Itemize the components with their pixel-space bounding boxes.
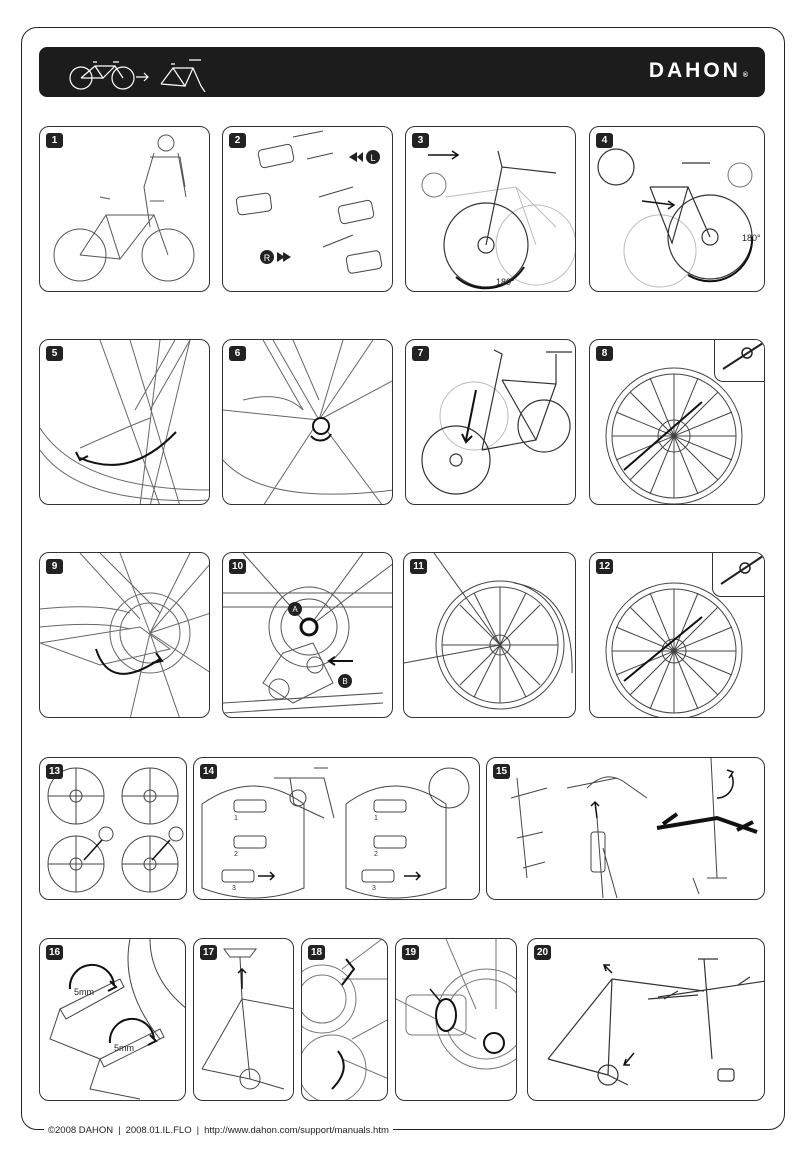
remove-rear-wheel-illustration xyxy=(404,553,573,710)
size-label: 5mm xyxy=(114,1043,134,1053)
disassembled-frame-illustration xyxy=(547,958,764,1086)
step-5-panel: 5 xyxy=(39,339,210,505)
substep-label: 1 xyxy=(374,815,378,822)
step-number: 18 xyxy=(308,945,325,960)
step-number: 7 xyxy=(412,346,429,361)
right-mark: R xyxy=(264,253,271,263)
four-wheels-illustration xyxy=(47,767,184,893)
step-17-panel: 17 xyxy=(193,938,294,1101)
step-number: 5 xyxy=(46,346,63,361)
degree-label: 180° xyxy=(496,277,515,287)
person-with-bike-illustration xyxy=(53,134,195,282)
step-20-panel: 20 xyxy=(527,938,765,1101)
step-11-panel: 11 xyxy=(403,552,576,718)
step-number: 4 xyxy=(596,133,613,148)
step-number: 19 xyxy=(402,945,419,960)
step-number: 17 xyxy=(200,945,217,960)
step-18-panel: 18 xyxy=(301,938,388,1101)
bike-to-frame-icon xyxy=(69,59,206,92)
handlebar-fold-illustration xyxy=(510,758,758,899)
front-derailleur-illustration xyxy=(302,939,387,1100)
step-number: 10 xyxy=(229,559,246,574)
step-15-panel: 15 xyxy=(486,757,765,900)
frame-plug-illustration: 1 2 3 1 2 3 xyxy=(201,767,470,899)
dahon-logo: DAHON® xyxy=(648,59,751,82)
step-number: 11 xyxy=(410,559,427,574)
step-16-panel: 16 5mm 5mm xyxy=(39,938,186,1101)
page-frame xyxy=(21,27,785,1130)
rotate-front-wheel-illustration: 180° xyxy=(421,150,575,290)
pedal-removal-illustration: L R xyxy=(235,130,383,274)
step-6-panel: 6 xyxy=(222,339,393,505)
step-8-panel: 8 xyxy=(589,339,765,505)
step-number: 20 xyxy=(534,945,551,960)
substep-label: 2 xyxy=(374,851,378,858)
substep-label: 3 xyxy=(232,885,236,892)
step-13-panel: 13 xyxy=(39,757,187,900)
remove-front-wheel-illustration xyxy=(421,349,572,495)
skewer-detail-callout xyxy=(714,340,764,382)
header-bar: DAHON® xyxy=(39,47,765,97)
substep-label: 2 xyxy=(234,851,238,858)
step-number: 9 xyxy=(46,559,63,574)
step-number: 12 xyxy=(596,559,613,574)
step-7-panel: 7 xyxy=(405,339,576,505)
step-4-panel: 4 180° xyxy=(589,126,765,292)
step-number: 15 xyxy=(493,764,510,779)
seatpost-removal-illustration xyxy=(201,948,293,1090)
step-12-panel: 12 xyxy=(589,552,765,718)
document-code: 2008.01.IL.FLO xyxy=(125,1125,192,1136)
step-19-panel: 19 xyxy=(395,938,517,1101)
rotate-rear-wheel-illustration: 180° xyxy=(597,148,761,288)
step-number: 8 xyxy=(596,346,613,361)
quick-release-open-illustration xyxy=(40,340,209,504)
step-9-panel: 9 xyxy=(39,552,210,718)
step-10-panel: 10 A B xyxy=(222,552,393,718)
substep-label: 1 xyxy=(234,815,238,822)
step-number: 14 xyxy=(200,764,217,779)
rear-wheel-skewer-illustration xyxy=(605,582,743,717)
rear-axle-release-illustration xyxy=(40,553,209,717)
step-number: 13 xyxy=(46,764,63,779)
substep-label: 3 xyxy=(372,885,376,892)
step-2-panel: 2 L R xyxy=(222,126,393,292)
step-1-panel: 1 xyxy=(39,126,210,292)
crank-bolt-illustration: 5mm 5mm xyxy=(49,939,185,1100)
skewer-detail-callout xyxy=(712,553,764,597)
point-a-label: A xyxy=(292,605,298,614)
degree-label: 180° xyxy=(742,233,761,243)
step-number: 3 xyxy=(412,133,429,148)
step-number: 2 xyxy=(229,133,246,148)
step-number: 1 xyxy=(46,133,63,148)
step-number: 16 xyxy=(46,945,63,960)
copyright: ©2008 DAHON xyxy=(48,1125,114,1136)
step-number: 6 xyxy=(229,346,246,361)
footer-text: ©2008 DAHON|2008.01.IL.FLO|http://www.da… xyxy=(44,1125,393,1136)
wheel-skewer-illustration xyxy=(605,367,743,504)
point-b-label: B xyxy=(342,677,347,686)
size-label: 5mm xyxy=(74,987,94,997)
support-url[interactable]: http://www.dahon.com/support/manuals.htm xyxy=(204,1125,389,1136)
step-3-panel: 3 180° xyxy=(405,126,576,292)
left-mark: L xyxy=(370,153,375,163)
derailleur-illustration: A B xyxy=(223,553,392,714)
loosen-skewer-illustration xyxy=(223,340,392,504)
step-14-panel: 14 1 2 3 1 2 3 xyxy=(193,757,480,900)
bottom-bracket-illustration xyxy=(396,939,516,1070)
